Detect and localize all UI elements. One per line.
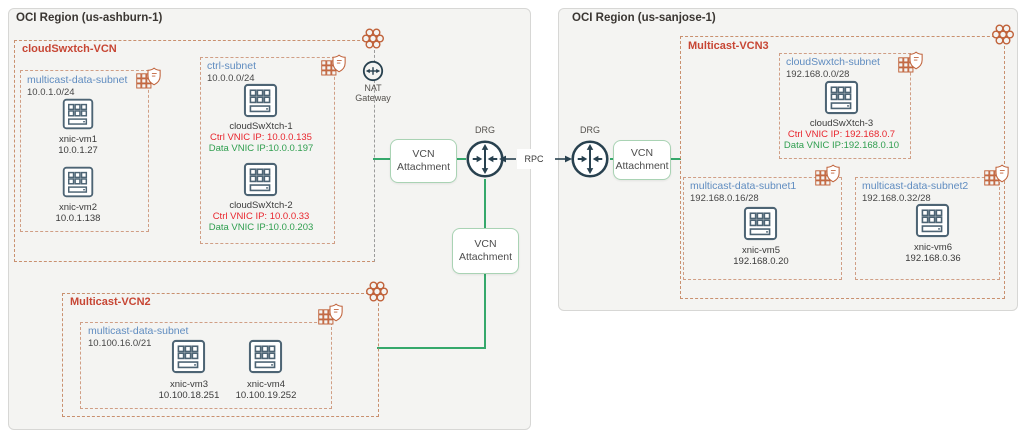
vm-xnic-vm3-labels: xnic-vm3 10.100.18.251 [139, 379, 239, 401]
connector-line [610, 158, 614, 160]
nat-gateway-icon [362, 60, 384, 82]
vm-name: xnic-vm3 [169, 379, 208, 390]
vcn-honeycomb-icon [992, 24, 1014, 45]
subnet-cidr: 10.0.0.0/24 [207, 73, 255, 84]
vm-name: cloudSwXtch-3 [809, 118, 874, 129]
vm-data-ip: Data VNIC IP:10.0.0.203 [208, 222, 314, 233]
vm-ctrl-ip: Ctrl VNIC IP: 10.0.0.33 [212, 211, 310, 222]
compute-instance-icon [62, 166, 94, 198]
subnet-security-icon [136, 67, 161, 89]
connector-line [484, 179, 486, 229]
subnet-multicast-data2 [855, 177, 1000, 280]
subnet-multicast-data1 [683, 177, 842, 280]
vm-ip: 10.100.19.252 [235, 390, 297, 401]
region-title-sanjose: OCI Region (us-sanjose-1) [572, 12, 716, 24]
connector-line [373, 158, 390, 160]
subnet-cidr: 192.168.0.0/28 [786, 69, 850, 80]
vcn-honeycomb-icon [366, 281, 388, 302]
subnet-cidr: 192.168.0.32/28 [862, 193, 931, 204]
subnet-cloudswxtch [779, 53, 911, 159]
drg-label: DRG [580, 125, 600, 135]
compute-instance-icon [824, 80, 859, 115]
subnet-security-icon [318, 303, 343, 325]
vm-name: cloudSwXtch-2 [229, 200, 293, 211]
connector-line [484, 272, 486, 349]
subnet-security-icon [321, 54, 346, 76]
vcn-cloudswxtch-label: cloudSwxtch-VCN [22, 43, 117, 55]
connector-line [669, 158, 681, 160]
subnet-multicast-data-ashburn [20, 70, 149, 232]
compute-instance-icon [743, 206, 778, 241]
vm-name: xnic-vm5 [741, 245, 780, 256]
vm-ctrl-ip: Ctrl VNIC IP: 192.168.0.7 [787, 129, 896, 140]
compute-instance-icon [62, 98, 94, 130]
subnet-cidr: 10.100.16.0/21 [88, 338, 152, 349]
vm-data-ip: Data VNIC IP:10.0.0.197 [208, 143, 314, 154]
subnet-security-icon [898, 51, 923, 73]
drg-router-icon [571, 140, 609, 178]
vcn-attachment-box: VCN Attachment [452, 228, 519, 274]
vm-xnic-vm4-labels: xnic-vm4 10.100.19.252 [216, 379, 316, 401]
vcn-attachment-box: VCN Attachment [613, 140, 671, 180]
vcn-cloudswxtch [14, 40, 375, 262]
connector-line [377, 347, 486, 349]
subnet-cidr: 192.168.0.16/28 [690, 193, 759, 204]
compute-instance-icon [248, 339, 283, 374]
subnet-label: ctrl-subnet [207, 60, 257, 72]
subnet-label: cloudSwxtch-subnet [786, 56, 880, 68]
vm-xnic-vm6-labels: xnic-vm6 192.168.0.36 [883, 242, 983, 264]
vm-xnic-vm5-labels: xnic-vm5 192.168.0.20 [711, 245, 811, 267]
subnet-cidr: 10.0.1.0/24 [27, 87, 75, 98]
connector-line [455, 158, 466, 160]
vm-name: cloudSwXtch-1 [229, 121, 293, 132]
vm-cloudswxtch1-labels: cloudSwXtch-1 Ctrl VNIC IP: 10.0.0.135 D… [196, 121, 326, 154]
rpc-arrow-left-icon [499, 155, 516, 163]
rpc-chip: RPC [517, 149, 551, 169]
vcn-multicast2-label: Multicast-VCN2 [70, 296, 151, 308]
compute-instance-icon [243, 83, 278, 118]
vcn-multicast3-label: Multicast-VCN3 [688, 40, 769, 52]
subnet-security-icon [984, 164, 1009, 186]
vm-cloudswxtch2-labels: cloudSwXtch-2 Ctrl VNIC IP: 10.0.0.33 Da… [196, 200, 326, 233]
vm-xnic-vm2-labels: xnic-vm2 10.0.1.138 [28, 202, 128, 224]
compute-instance-icon [171, 339, 206, 374]
vm-data-ip: Data VNIC IP:192.168.0.10 [783, 140, 900, 151]
nat-label-line1: NAT [364, 83, 382, 93]
vm-xnic-vm1-labels: xnic-vm1 10.0.1.27 [28, 134, 128, 156]
vm-cloudswxtch3-labels: cloudSwXtch-3 Ctrl VNIC IP: 192.168.0.7 … [776, 118, 907, 151]
vm-name: xnic-vm6 [913, 242, 952, 253]
rpc-label: RPC [524, 154, 544, 164]
vm-name: xnic-vm2 [58, 202, 97, 213]
vm-ctrl-ip: Ctrl VNIC IP: 10.0.0.135 [210, 132, 312, 143]
subnet-label: multicast-data-subnet2 [862, 180, 969, 192]
subnet-ctrl [200, 57, 335, 244]
vm-ip: 10.100.18.251 [158, 390, 220, 401]
subnet-multicast-data-vcn2 [80, 322, 332, 409]
vm-ip: 10.0.1.138 [55, 213, 101, 224]
vcn-multicast2 [62, 293, 379, 417]
vcn-attachment-box: VCN Attachment [390, 139, 457, 183]
vm-name: xnic-vm4 [246, 379, 285, 390]
subnet-security-icon [815, 164, 840, 186]
nat-label-line2: Gateway [355, 93, 391, 103]
attachment-label: VCN Attachment [396, 148, 451, 173]
attachment-label: VCN Attachment [458, 238, 513, 263]
subnet-label: multicast-data-subnet1 [690, 180, 797, 192]
drg-label: DRG [475, 125, 495, 135]
subnet-label: multicast-data-subnet [88, 325, 189, 337]
vm-ip: 192.168.0.36 [905, 253, 961, 264]
region-title-ashburn: OCI Region (us-ashburn-1) [16, 12, 163, 24]
nat-gateway-label: NAT Gateway [343, 83, 403, 103]
compute-instance-icon [915, 203, 950, 238]
vm-ip: 192.168.0.20 [733, 256, 789, 267]
vm-ip: 10.0.1.27 [58, 145, 98, 156]
attachment-label: VCN Attachment [615, 147, 669, 172]
subnet-label: multicast-data-subnet [27, 74, 128, 86]
vm-name: xnic-vm1 [58, 134, 97, 145]
vcn-honeycomb-icon [362, 28, 384, 49]
rpc-arrow-right-icon [555, 155, 572, 163]
compute-instance-icon [243, 162, 278, 197]
